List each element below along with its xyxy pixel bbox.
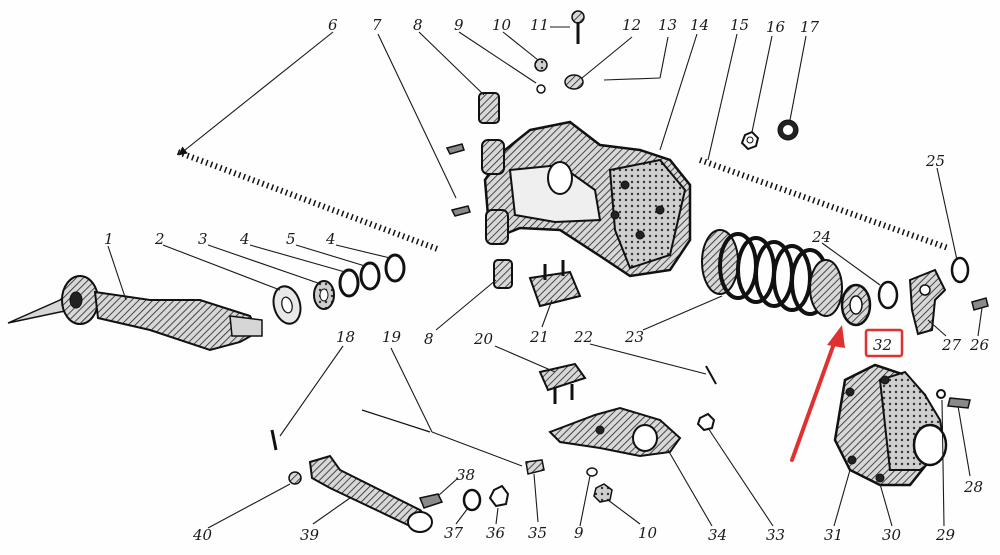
- highlight-arrow: [790, 325, 845, 462]
- bearing-part-3: [313, 280, 335, 310]
- hub-housing-part-30-31: [833, 363, 948, 487]
- callout-40: 40: [192, 526, 213, 544]
- callout-12: 12: [622, 16, 641, 34]
- callout-18: 18: [336, 328, 355, 346]
- callout-21: 21: [529, 328, 549, 346]
- callout-5: 5: [286, 230, 296, 248]
- arm-part-34: [548, 406, 682, 458]
- callout-38: 38: [456, 466, 475, 484]
- washer-part-37: [462, 488, 482, 512]
- callout-27: 27: [941, 336, 962, 354]
- nut-part-36: [488, 484, 510, 508]
- callout-6: 6: [328, 16, 338, 34]
- ring-parts-4-5: [338, 253, 406, 298]
- callout-26: 26: [969, 336, 990, 354]
- callout-11: 11: [530, 16, 549, 34]
- callout-8b: 8: [424, 330, 434, 348]
- nut-part-33: [696, 412, 716, 432]
- washer-part-17: [777, 119, 799, 141]
- clamp-part-20: [538, 362, 587, 404]
- callout-25: 25: [925, 152, 945, 170]
- steering-arm-part-1: [7, 275, 263, 352]
- callout-34: 34: [708, 526, 727, 544]
- bracket-housing-part-14: [445, 120, 692, 278]
- washer-part-9-lower: [586, 467, 598, 477]
- callout-31: 31: [824, 526, 843, 544]
- bushing-part-8-upper: [478, 92, 500, 124]
- callout-9b: 9: [574, 524, 584, 542]
- washer-part-16: [740, 130, 760, 151]
- lever-part-27: [908, 268, 947, 336]
- coil-spring-part-23: [701, 229, 843, 317]
- callout-30: 30: [882, 526, 902, 544]
- callout-39: 39: [300, 526, 320, 544]
- spring-seat-part-32: [840, 283, 872, 327]
- nut-part-10-lower: [593, 483, 613, 503]
- callout-13: 13: [658, 16, 677, 34]
- fitting-part-26: [971, 297, 989, 311]
- callout-20: 20: [473, 330, 494, 348]
- callout-23: 23: [624, 328, 644, 346]
- callout-1: 1: [104, 230, 114, 248]
- bolt-part-35: [525, 459, 545, 475]
- pin-part-18: [270, 429, 278, 451]
- callout-35: 35: [528, 524, 547, 542]
- callout-10: 10: [492, 16, 512, 34]
- callout-33: 33: [766, 526, 785, 544]
- callout-3: 3: [198, 230, 208, 248]
- callout-2: 2: [154, 230, 165, 248]
- callout-19: 19: [382, 328, 402, 346]
- callout-labels: 1 2 3 4 5 4 6 7 8 8 9 9 10 10 11 12 13 1…: [104, 16, 990, 544]
- callout-10b: 10: [638, 524, 658, 542]
- washer-part-25: [950, 256, 970, 284]
- callout-36: 36: [486, 524, 506, 542]
- washer-part-29: [936, 389, 946, 399]
- rod-part-19: [361, 409, 431, 433]
- callout-32: 32: [873, 336, 892, 354]
- bolt-part-28: [947, 397, 971, 409]
- callout-4: 4: [239, 230, 250, 248]
- callout-28: 28: [963, 478, 983, 496]
- cap-part-12: [564, 74, 584, 90]
- rod-part-6: [176, 149, 442, 253]
- callout-9: 9: [454, 16, 464, 34]
- gasket-part-2: [272, 285, 302, 325]
- callout-4b: 4: [325, 230, 336, 248]
- leader-lines: [107, 26, 983, 529]
- rubber-mount-part-21: [528, 260, 582, 308]
- callout-15: 15: [730, 16, 749, 34]
- bushing-part-8-lower: [493, 259, 513, 289]
- callout-8: 8: [413, 16, 423, 34]
- callout-16: 16: [766, 18, 786, 36]
- callout-24: 24: [811, 228, 831, 246]
- tie-rod-part-39: [288, 454, 444, 533]
- small-nut-parts-9-10: [534, 58, 548, 94]
- cotter-pin-part-22: [705, 365, 717, 385]
- callout-37: 37: [444, 524, 464, 542]
- callout-29: 29: [935, 526, 956, 544]
- callout-22: 22: [573, 328, 593, 346]
- washer-part-24: [877, 280, 899, 310]
- callout-17: 17: [800, 18, 820, 36]
- callout-14: 14: [690, 16, 709, 34]
- callout-7: 7: [372, 16, 382, 34]
- highlight-box: [864, 328, 904, 358]
- ball-pin-part-11: [571, 10, 585, 44]
